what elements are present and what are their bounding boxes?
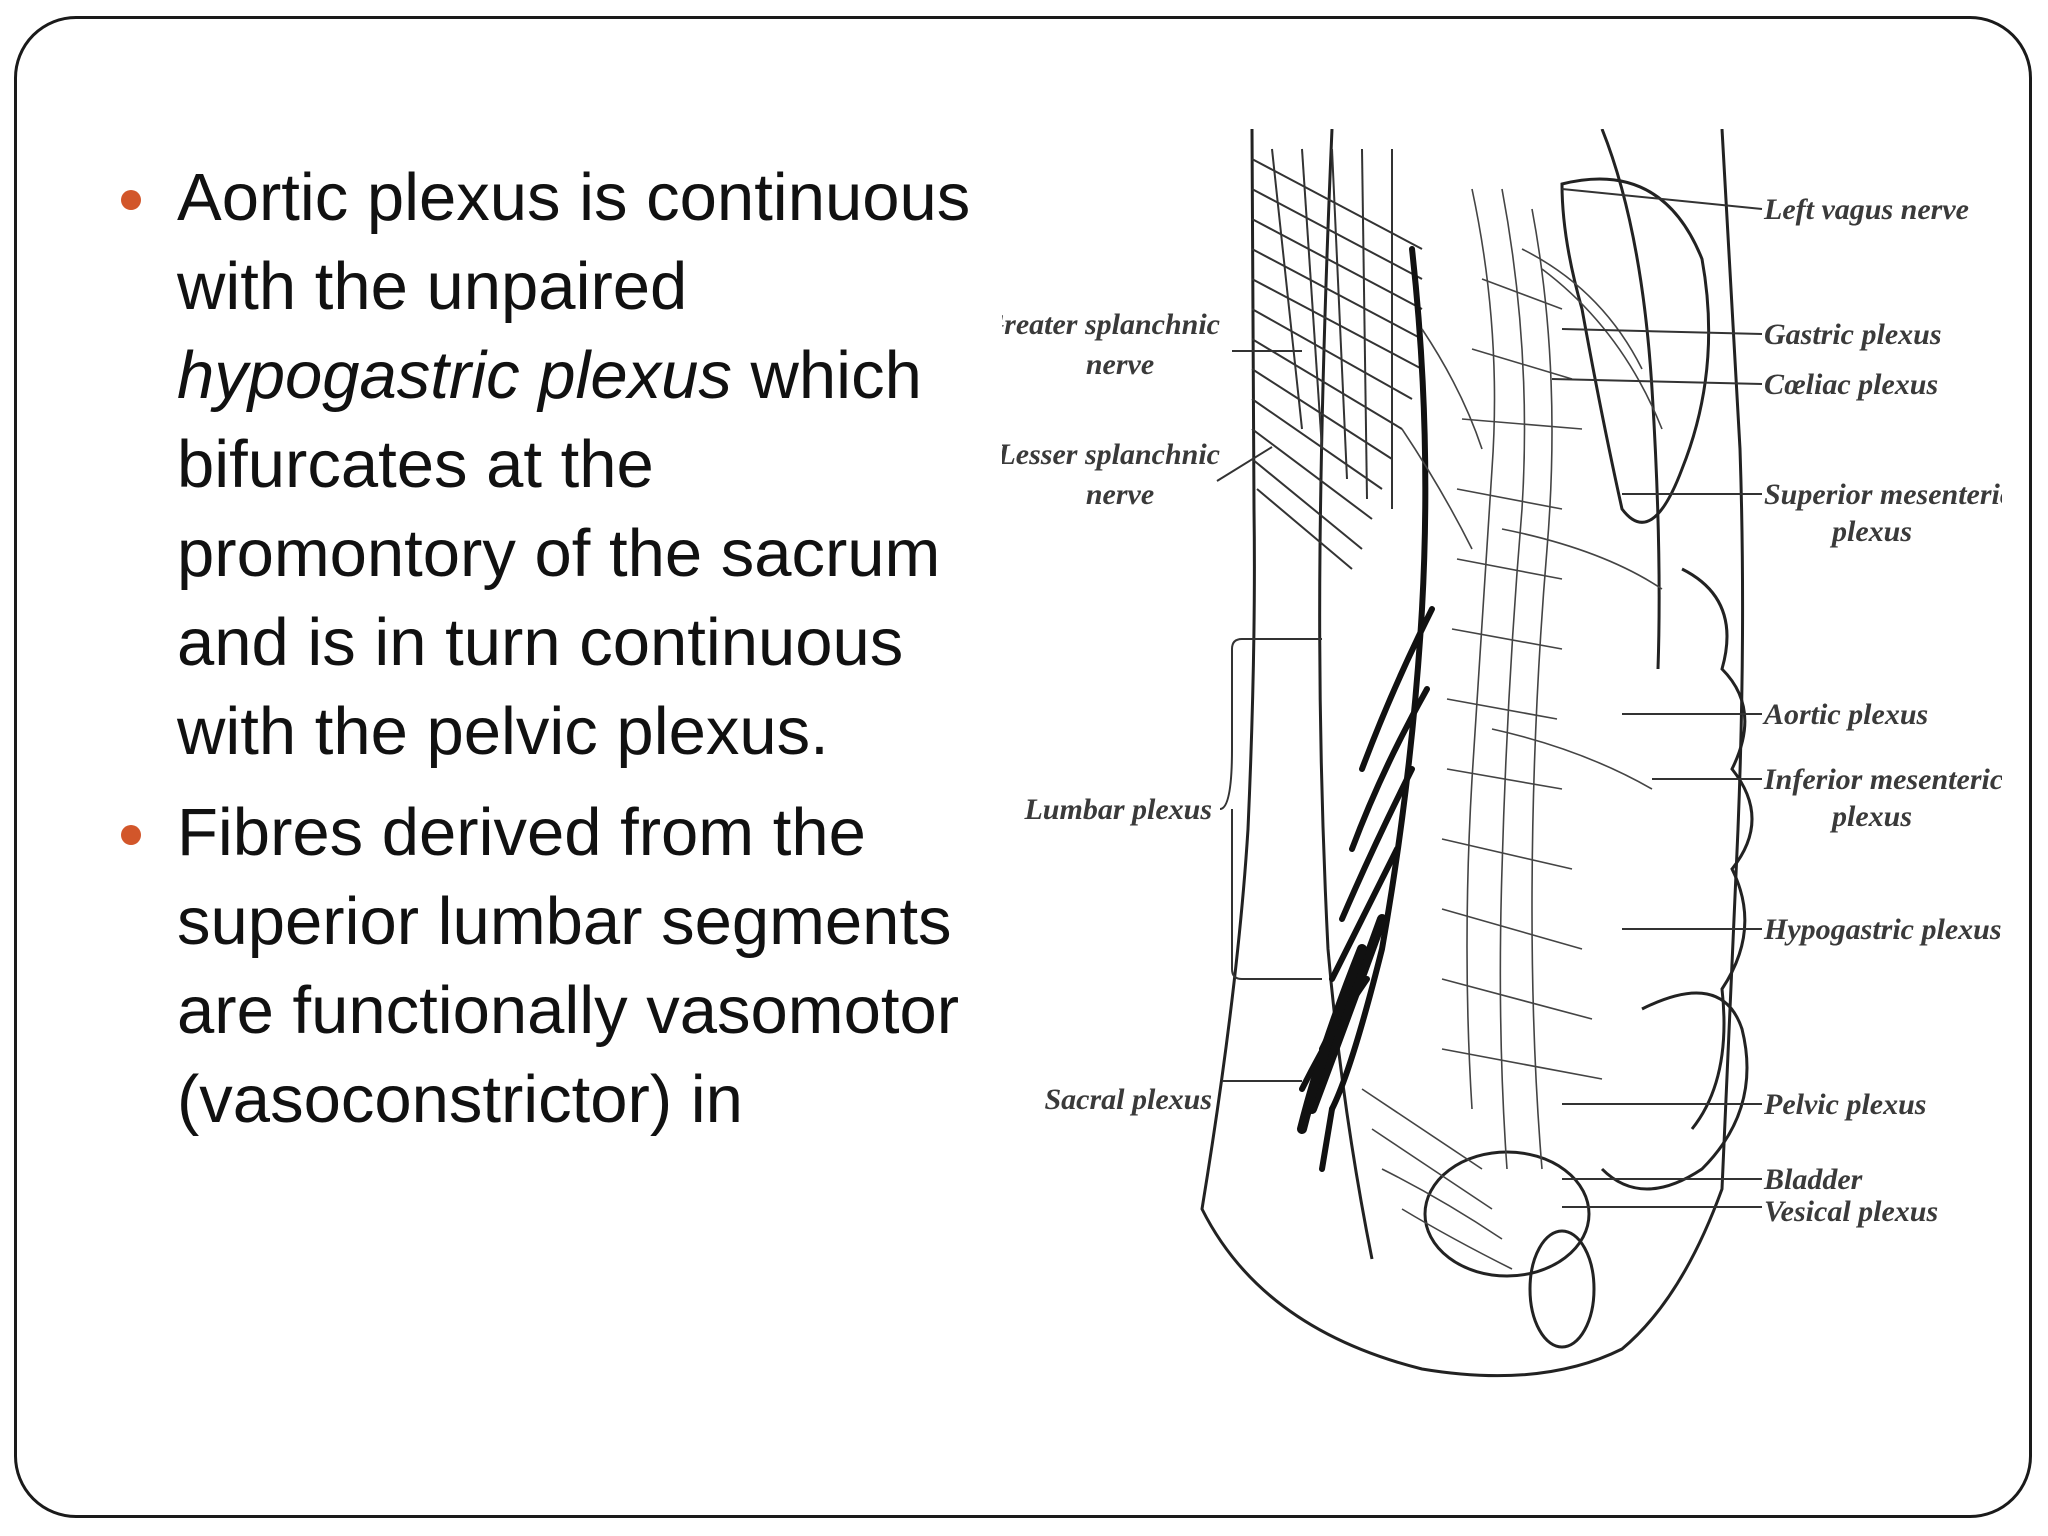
label-lumbar-plexus: Lumbar plexus bbox=[1023, 793, 1212, 826]
label-inferior-mesenteric: Inferior mesenteric bbox=[1763, 763, 2002, 796]
bullet-dot-icon bbox=[121, 190, 141, 210]
rib-hatching bbox=[1251, 148, 1423, 570]
bullet-text: which bifurcates at the promontory of th… bbox=[177, 338, 941, 769]
label-bladder: Bladder bbox=[1763, 1163, 1863, 1196]
label-lesser-splanchnic-2: nerve bbox=[1086, 478, 1154, 511]
label-greater-splanchnic: Greater splanchnic bbox=[1002, 308, 1220, 341]
bullet-text: Fibres derived from the superior lumbar … bbox=[177, 795, 960, 1137]
bullet-item-aortic-plexus: Aortic plexus is continuous with the unp… bbox=[117, 153, 997, 776]
label-superior-mesenteric: Superior mesenteric bbox=[1764, 478, 2002, 511]
label-sacral-plexus: Sacral plexus bbox=[1044, 1083, 1212, 1116]
label-left-vagus: Left vagus nerve bbox=[1763, 193, 1969, 226]
plexus-network bbox=[1361, 188, 1663, 1270]
label-celiac-plexus: Cœliac plexus bbox=[1764, 368, 1938, 401]
label-superior-mesenteric-2: plexus bbox=[1829, 515, 1912, 548]
label-hypogastric-plexus: Hypogastric plexus bbox=[1763, 913, 2002, 946]
label-lesser-splanchnic: Lesser splanchnic bbox=[1002, 438, 1220, 471]
label-gastric-plexus: Gastric plexus bbox=[1764, 318, 1942, 351]
label-greater-splanchnic-2: nerve bbox=[1086, 348, 1154, 381]
bullet-text-italic: hypogastric plexus bbox=[177, 338, 732, 413]
body-outline bbox=[1200, 129, 1754, 1378]
anatomy-drawing: Greater splanchnic nerve Lesser splanchn… bbox=[1002, 129, 2002, 1378]
bullet-item-fibres: Fibres derived from the superior lumbar … bbox=[117, 788, 997, 1144]
sacral-trunk bbox=[1297, 914, 1387, 1134]
label-inferior-mesenteric-2: plexus bbox=[1829, 800, 1912, 833]
autonomic-plexus-illustration: Greater splanchnic nerve Lesser splanchn… bbox=[1002, 129, 2002, 1399]
bullet-dot-icon bbox=[121, 825, 141, 845]
bullet-text: Aortic plexus is continuous with the unp… bbox=[177, 160, 971, 324]
slide: Aortic plexus is continuous with the unp… bbox=[14, 16, 2032, 1518]
label-aortic-plexus: Aortic plexus bbox=[1762, 698, 1928, 731]
leader-lines bbox=[1216, 188, 1763, 1208]
label-pelvic-plexus: Pelvic plexus bbox=[1763, 1088, 1926, 1121]
label-vesical-plexus: Vesical plexus bbox=[1764, 1195, 1938, 1228]
bullet-list: Aortic plexus is continuous with the unp… bbox=[117, 153, 997, 1156]
